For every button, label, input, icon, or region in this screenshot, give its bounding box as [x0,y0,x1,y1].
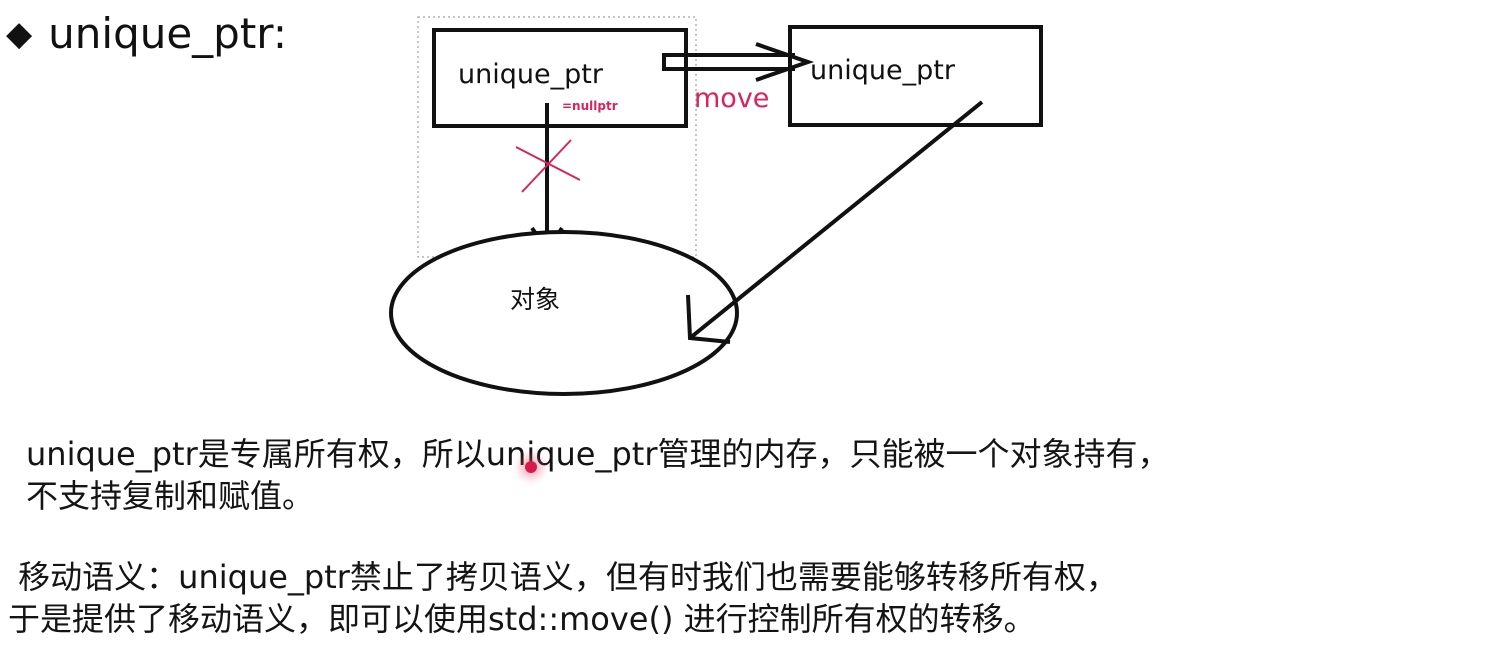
diamond-bullet-icon: ◆ [6,14,33,54]
slide-heading: ◆ unique_ptr: [6,8,287,60]
cross-mark-icon [515,139,581,193]
move-arrow [662,42,815,82]
move-semantics-line-2: 于是提供了移动语义，即可以使用std::move() 进行控制所有权的转移。 [8,600,1036,638]
left-unique-ptr-box [432,28,688,128]
move-label: move [694,83,769,114]
move-semantics-line-1: 移动语义：unique_ptr禁止了拷贝语义，但有时我们也需要能够转移所有权， [8,558,1118,596]
ownership-explanation: unique_ptr是专属所有权，所以unique_ptr管理的内存，只能被一个… [26,433,1170,517]
right-unique-ptr-box [788,25,1043,127]
unique-ptr-move-diagram: unique_ptr =nullptr unique_ptr move 对象 [389,16,1043,396]
left-box-label: unique_ptr [458,59,604,90]
ownership-line-1: unique_ptr是专属所有权，所以unique_ptr管理的内存，只能被一个… [26,435,1170,473]
move-semantics-explanation: 移动语义：unique_ptr禁止了拷贝语义，但有时我们也需要能够转移所有权， … [8,556,1118,640]
right-box-label: unique_ptr [810,55,956,86]
object-label: 对象 [510,285,560,314]
object-ellipse [389,230,739,396]
presenter-cursor-icon [525,461,537,473]
nullptr-note: =nullptr [562,99,618,113]
ownership-line-2: 不支持复制和赋值。 [26,477,315,515]
right-pointer-arrow [686,100,984,344]
heading-title: unique_ptr: [48,9,287,58]
